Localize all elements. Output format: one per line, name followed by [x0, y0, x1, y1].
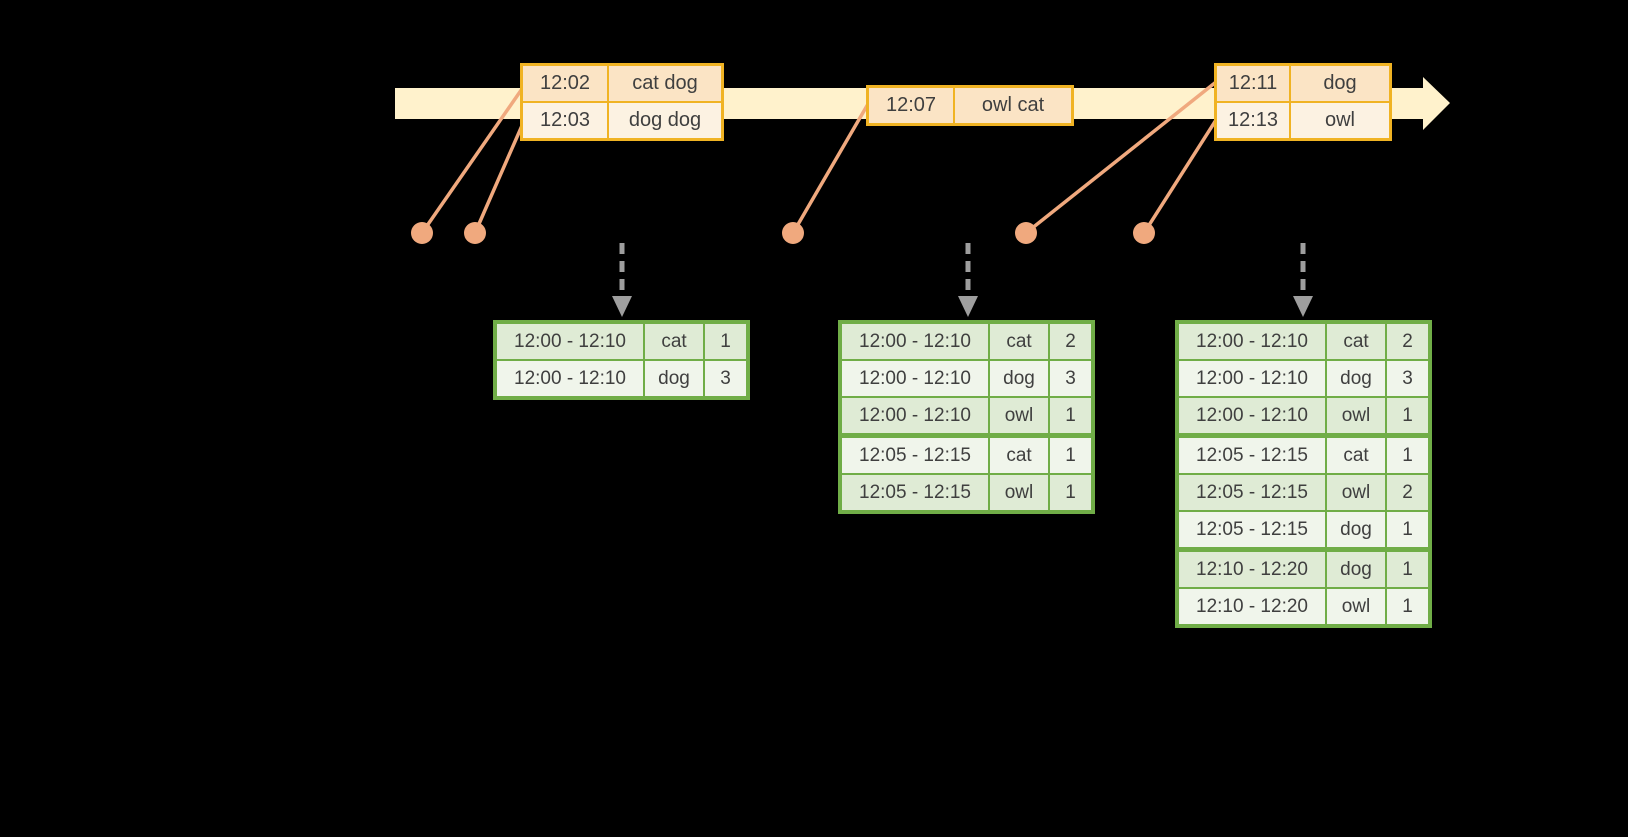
count-cell: 1 — [1387, 552, 1428, 587]
count-cell: 1 — [1387, 589, 1428, 624]
event-time-cell: 12:02 — [523, 66, 607, 101]
trigger-arrow — [612, 243, 632, 317]
event-words-cell: owl — [1291, 103, 1389, 138]
word-cell: owl — [1327, 475, 1385, 510]
event-time-cell: 12:07 — [869, 88, 953, 123]
event-connector-line — [1142, 119, 1218, 234]
word-cell: cat — [1327, 324, 1385, 359]
count-cell: 1 — [705, 324, 746, 359]
result-row: 12:10 - 12:20 dog 1 — [1179, 552, 1428, 587]
event-marker-icon — [1133, 222, 1155, 244]
result-row: 12:05 - 12:15 cat 1 — [842, 438, 1091, 473]
word-cell: owl — [990, 398, 1048, 433]
event-connector-line — [1024, 80, 1218, 235]
event-time-cell: 12:11 — [1217, 66, 1289, 101]
count-cell: 3 — [705, 361, 746, 396]
event-words-cell: cat dog — [609, 66, 721, 101]
trigger-arrow — [1293, 243, 1313, 317]
event-marker-icon — [1015, 222, 1037, 244]
event-table-2: 12:07 owl cat — [866, 85, 1074, 126]
window-cell: 12:05 - 12:15 — [1179, 512, 1325, 547]
event-marker-icon — [411, 222, 433, 244]
event-row: 12:02 cat dog — [523, 66, 721, 101]
count-cell: 3 — [1387, 361, 1428, 396]
window-cell: 12:10 - 12:20 — [1179, 589, 1325, 624]
event-connector-line — [791, 103, 870, 234]
result-row: 12:05 - 12:15 owl 1 — [842, 475, 1091, 510]
count-cell: 1 — [1050, 438, 1091, 473]
event-marker-icon — [782, 222, 804, 244]
event-connector-line — [473, 120, 526, 234]
result-table-1: 12:00 - 12:10 cat 1 12:00 - 12:10 dog 3 — [493, 320, 750, 400]
window-cell: 12:05 - 12:15 — [1179, 438, 1325, 473]
window-cell: 12:10 - 12:20 — [1179, 552, 1325, 587]
event-table-1: 12:02 cat dog 12:03 dog dog — [520, 63, 724, 141]
result-row: 12:00 - 12:10 owl 1 — [1179, 398, 1428, 433]
result-row: 12:00 - 12:10 cat 2 — [1179, 324, 1428, 359]
count-cell: 1 — [1387, 398, 1428, 433]
window-cell: 12:00 - 12:10 — [1179, 398, 1325, 433]
event-time-cell: 12:03 — [523, 103, 607, 138]
word-cell: cat — [1327, 438, 1385, 473]
window-cell: 12:00 - 12:10 — [842, 324, 988, 359]
window-cell: 12:00 - 12:10 — [1179, 324, 1325, 359]
trigger-arrow — [958, 243, 978, 317]
word-cell: cat — [645, 324, 703, 359]
word-cell: owl — [990, 475, 1048, 510]
event-row: 12:07 owl cat — [869, 88, 1071, 123]
count-cell: 2 — [1387, 475, 1428, 510]
window-cell: 12:05 - 12:15 — [1179, 475, 1325, 510]
event-row: 12:03 dog dog — [523, 103, 721, 138]
window-cell: 12:05 - 12:15 — [842, 475, 988, 510]
word-cell: dog — [990, 361, 1048, 396]
window-cell: 12:00 - 12:10 — [497, 361, 643, 396]
word-cell: owl — [1327, 398, 1385, 433]
window-cell: 12:05 - 12:15 — [842, 438, 988, 473]
word-cell: cat — [990, 324, 1048, 359]
window-cell: 12:00 - 12:10 — [497, 324, 643, 359]
result-row: 12:00 - 12:10 dog 3 — [842, 361, 1091, 396]
count-cell: 1 — [1050, 398, 1091, 433]
event-words-cell: owl cat — [955, 88, 1071, 123]
event-words-cell: dog — [1291, 66, 1389, 101]
count-cell: 1 — [1050, 475, 1091, 510]
word-cell: dog — [645, 361, 703, 396]
result-row: 12:00 - 12:10 cat 2 — [842, 324, 1091, 359]
result-row: 12:00 - 12:10 owl 1 — [842, 398, 1091, 433]
event-marker-icon — [464, 222, 486, 244]
result-row: 12:00 - 12:10 dog 3 — [497, 361, 746, 396]
result-row: 12:00 - 12:10 dog 3 — [1179, 361, 1428, 396]
word-cell: dog — [1327, 552, 1385, 587]
result-row: 12:00 - 12:10 cat 1 — [497, 324, 746, 359]
count-cell: 2 — [1050, 324, 1091, 359]
event-row: 12:11 dog — [1217, 66, 1389, 101]
event-connector-line — [420, 85, 526, 234]
word-cell: owl — [1327, 589, 1385, 624]
timeline-arrowhead-icon — [1423, 77, 1450, 130]
trigger-arrowhead-icon — [958, 296, 978, 317]
result-row: 12:05 - 12:15 owl 2 — [1179, 475, 1428, 510]
event-words-cell: dog dog — [609, 103, 721, 138]
window-cell: 12:00 - 12:10 — [842, 361, 988, 396]
trigger-arrowhead-icon — [612, 296, 632, 317]
count-cell: 2 — [1387, 324, 1428, 359]
result-row: 12:05 - 12:15 dog 1 — [1179, 512, 1428, 547]
event-table-3: 12:11 dog 12:13 owl — [1214, 63, 1392, 141]
result-row: 12:10 - 12:20 owl 1 — [1179, 589, 1428, 624]
result-row: 12:05 - 12:15 cat 1 — [1179, 438, 1428, 473]
event-time-cell: 12:13 — [1217, 103, 1289, 138]
count-cell: 1 — [1387, 438, 1428, 473]
result-table-2: 12:00 - 12:10 cat 2 12:00 - 12:10 dog 3 … — [838, 320, 1095, 514]
count-cell: 3 — [1050, 361, 1091, 396]
window-cell: 12:00 - 12:10 — [842, 398, 988, 433]
trigger-arrowhead-icon — [1293, 296, 1313, 317]
event-row: 12:13 owl — [1217, 103, 1389, 138]
result-table-3: 12:00 - 12:10 cat 2 12:00 - 12:10 dog 3 … — [1175, 320, 1432, 628]
word-cell: dog — [1327, 361, 1385, 396]
count-cell: 1 — [1387, 512, 1428, 547]
word-cell: dog — [1327, 512, 1385, 547]
word-cell: cat — [990, 438, 1048, 473]
window-cell: 12:00 - 12:10 — [1179, 361, 1325, 396]
